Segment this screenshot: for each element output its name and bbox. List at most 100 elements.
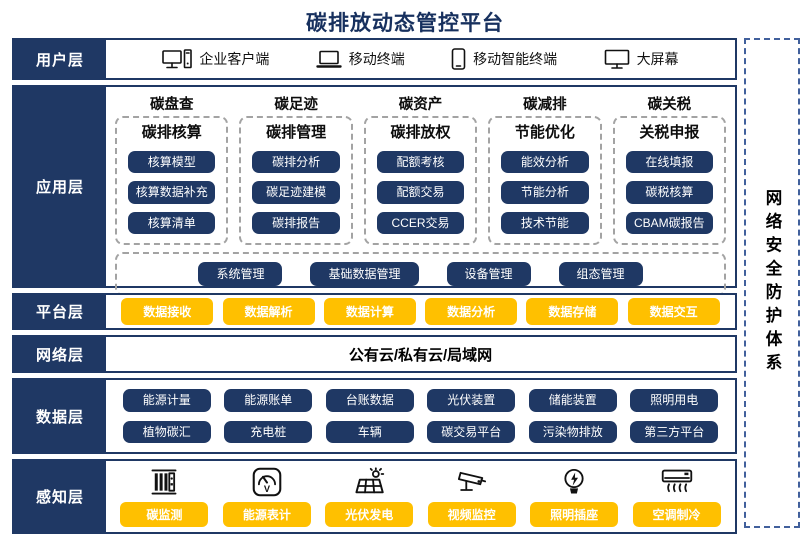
- application-columns: 碳盘查 碳排核算 核算模型 核算数据补充 核算清单 碳足迹 碳排管理: [115, 92, 727, 246]
- app-column-subheader: 节能优化: [514, 124, 575, 141]
- layer-data: 数据层 能源计量 能源账单 台账数据 光伏装置 储能装置 照明用电 植物碳汇 充…: [12, 378, 737, 454]
- layer-label-user: 用户层: [14, 40, 106, 78]
- sense-label-chip: 光伏发电: [325, 501, 414, 527]
- app-column-box: 碳排管理 碳排分析 碳足迹建模 碳排报告: [239, 116, 353, 246]
- app-module-chip: 核算模型: [127, 151, 216, 174]
- data-source-chip: 储能装置: [528, 389, 617, 412]
- sense-label-chip: 能源表计: [222, 501, 311, 527]
- platform-chip: 数据计算: [323, 298, 416, 325]
- app-module-chip: 技术节能: [501, 211, 589, 235]
- app-column-carbon-inventory: 碳盘查 碳排核算 核算模型 核算数据补充 核算清单: [115, 92, 229, 246]
- app-column-box: 节能优化 能效分析 节能分析 技术节能: [488, 116, 602, 246]
- layer-label-network: 网络层: [14, 337, 106, 371]
- platform-chip: 数据分析: [425, 298, 518, 325]
- app-module-chip: 碳税核算: [625, 181, 714, 204]
- layer-label-data: 数据层: [14, 380, 106, 452]
- app-column-header: 碳盘查: [149, 97, 194, 113]
- app-common-chip: 基础数据管理: [310, 261, 419, 287]
- cctv-camera-icon: [456, 467, 488, 497]
- sense-item-lighting-socket: 照明插座: [530, 467, 619, 527]
- sense-item-air-conditioning: 空调制冷: [632, 467, 721, 527]
- data-layer-body: 能源计量 能源账单 台账数据 光伏装置 储能装置 照明用电 植物碳汇 充电桩 车…: [106, 380, 735, 452]
- data-source-chip: 碳交易平台: [427, 420, 516, 443]
- sense-label-chip: 碳监测: [120, 501, 209, 527]
- app-column-carbon-reduction: 碳减排 节能优化 能效分析 节能分析 技术节能: [488, 92, 602, 246]
- data-source-chip: 污染物排放: [528, 420, 617, 443]
- app-module-chip: 核算数据补充: [127, 181, 216, 204]
- app-column-box: 碳排放权 配额考核 配额交易 CCER交易: [363, 116, 478, 246]
- energy-meter-icon: V: [252, 467, 282, 497]
- user-item-label: 移动智能终端: [473, 51, 558, 67]
- data-source-chip: 第三方平台: [630, 420, 719, 443]
- sense-label-chip: 空调制冷: [632, 501, 721, 527]
- layer-user: 用户层 企业客户端 移动终端: [12, 38, 737, 80]
- perception-layer-body: 碳监测 V 能源表计 光伏发电: [106, 461, 735, 532]
- solar-panel-icon: [353, 466, 385, 497]
- carbon-monitor-icon: [149, 467, 179, 497]
- light-bulb-icon: [561, 467, 587, 497]
- app-common-chip: 组态管理: [558, 261, 643, 287]
- app-module-chip: 在线填报: [625, 151, 714, 174]
- platform-chip: 数据接收: [121, 298, 214, 325]
- app-common-chip: 系统管理: [198, 261, 283, 287]
- sense-item-energy-meter: V 能源表计: [222, 467, 311, 527]
- diagram-layers: 用户层 企业客户端 移动终端: [12, 38, 737, 534]
- data-source-chip: 车辆: [325, 420, 414, 443]
- network-layer-body: 公有云/私有云/局域网: [106, 337, 735, 371]
- app-module-chip: 配额考核: [376, 151, 465, 174]
- layer-application: 应用层 碳盘查 碳排核算 核算模型 核算数据补充 核算清单: [12, 85, 737, 297]
- app-module-chip: 碳排分析: [252, 151, 340, 174]
- data-source-chip: 光伏装置: [427, 389, 516, 412]
- data-source-chip: 能源计量: [122, 389, 211, 412]
- app-column-header: 碳资产: [398, 97, 443, 113]
- app-column-subheader: 碳排放权: [390, 124, 451, 141]
- layer-network: 网络层 公有云/私有云/局域网: [12, 335, 737, 373]
- layer-label-application: 应用层: [14, 87, 106, 286]
- app-column-header: 碳足迹: [274, 97, 318, 113]
- app-module-chip: 核算清单: [127, 211, 216, 235]
- app-column-box: 关税申报 在线填报 碳税核算 CBAM碳报告: [612, 116, 727, 246]
- user-item-mobile-terminal: 移动终端: [316, 49, 405, 69]
- layer-platform: 平台层 数据接收 数据解析 数据计算 数据分析 数据存储 数据交互: [12, 293, 737, 330]
- network-text: 公有云/私有云/局域网: [348, 346, 493, 364]
- desktop-pc-icon: [162, 48, 193, 70]
- data-source-chip: 照明用电: [630, 389, 719, 412]
- air-conditioner-icon: [661, 467, 693, 497]
- app-module-chip: CCER交易: [376, 211, 465, 235]
- layer-perception: 感知层 碳监测 V 能源表计: [12, 459, 737, 534]
- platform-chip: 数据解析: [222, 298, 315, 325]
- sense-label-chip: 照明插座: [530, 501, 619, 527]
- sense-item-video-surveillance: 视频监控: [427, 467, 516, 527]
- sense-label-chip: 视频监控: [427, 501, 516, 527]
- svg-text:V: V: [264, 483, 271, 493]
- app-common-modules-box: 系统管理 基础数据管理 设备管理 组态管理: [115, 252, 726, 297]
- user-item-label: 大屏幕: [636, 51, 679, 67]
- data-source-chip: 台账数据: [325, 389, 414, 412]
- smartphone-icon: [451, 48, 466, 70]
- user-item-label: 移动终端: [348, 51, 405, 67]
- layer-label-platform: 平台层: [14, 295, 106, 328]
- user-item-label: 企业客户端: [199, 51, 270, 67]
- data-source-chip: 能源账单: [224, 389, 313, 412]
- page-title: 碳排放动态管控平台: [306, 12, 504, 35]
- security-bar-text: 网络安全防护体系: [763, 189, 781, 377]
- app-column-header: 碳减排: [523, 97, 567, 113]
- layer-label-perception: 感知层: [14, 461, 106, 532]
- data-source-chip: 植物碳汇: [122, 420, 211, 443]
- user-item-smart-mobile: 移动智能终端: [451, 48, 557, 70]
- app-column-carbon-footprint: 碳足迹 碳排管理 碳排分析 碳足迹建模 碳排报告: [239, 92, 353, 246]
- app-module-chip: CBAM碳报告: [625, 211, 714, 235]
- application-layer-body: 碳盘查 碳排核算 核算模型 核算数据补充 核算清单 碳足迹 碳排管理: [106, 87, 735, 297]
- app-module-chip: 能效分析: [501, 151, 589, 174]
- app-module-chip: 配额交易: [376, 181, 465, 204]
- security-protection-bar: 网络安全防护体系: [744, 38, 800, 528]
- app-column-subheader: 碳排管理: [266, 124, 327, 141]
- app-column-header: 碳关税: [647, 97, 692, 113]
- platform-layer-body: 数据接收 数据解析 数据计算 数据分析 数据存储 数据交互: [106, 295, 735, 328]
- sense-item-carbon-monitoring: 碳监测: [120, 467, 209, 527]
- app-module-chip: 碳排报告: [252, 211, 340, 235]
- diagram-content: 用户层 企业客户端 移动终端: [0, 36, 810, 534]
- app-column-carbon-tariff: 碳关税 关税申报 在线填报 碳税核算 CBAM碳报告: [612, 92, 727, 246]
- app-module-chip: 碳足迹建模: [252, 181, 340, 204]
